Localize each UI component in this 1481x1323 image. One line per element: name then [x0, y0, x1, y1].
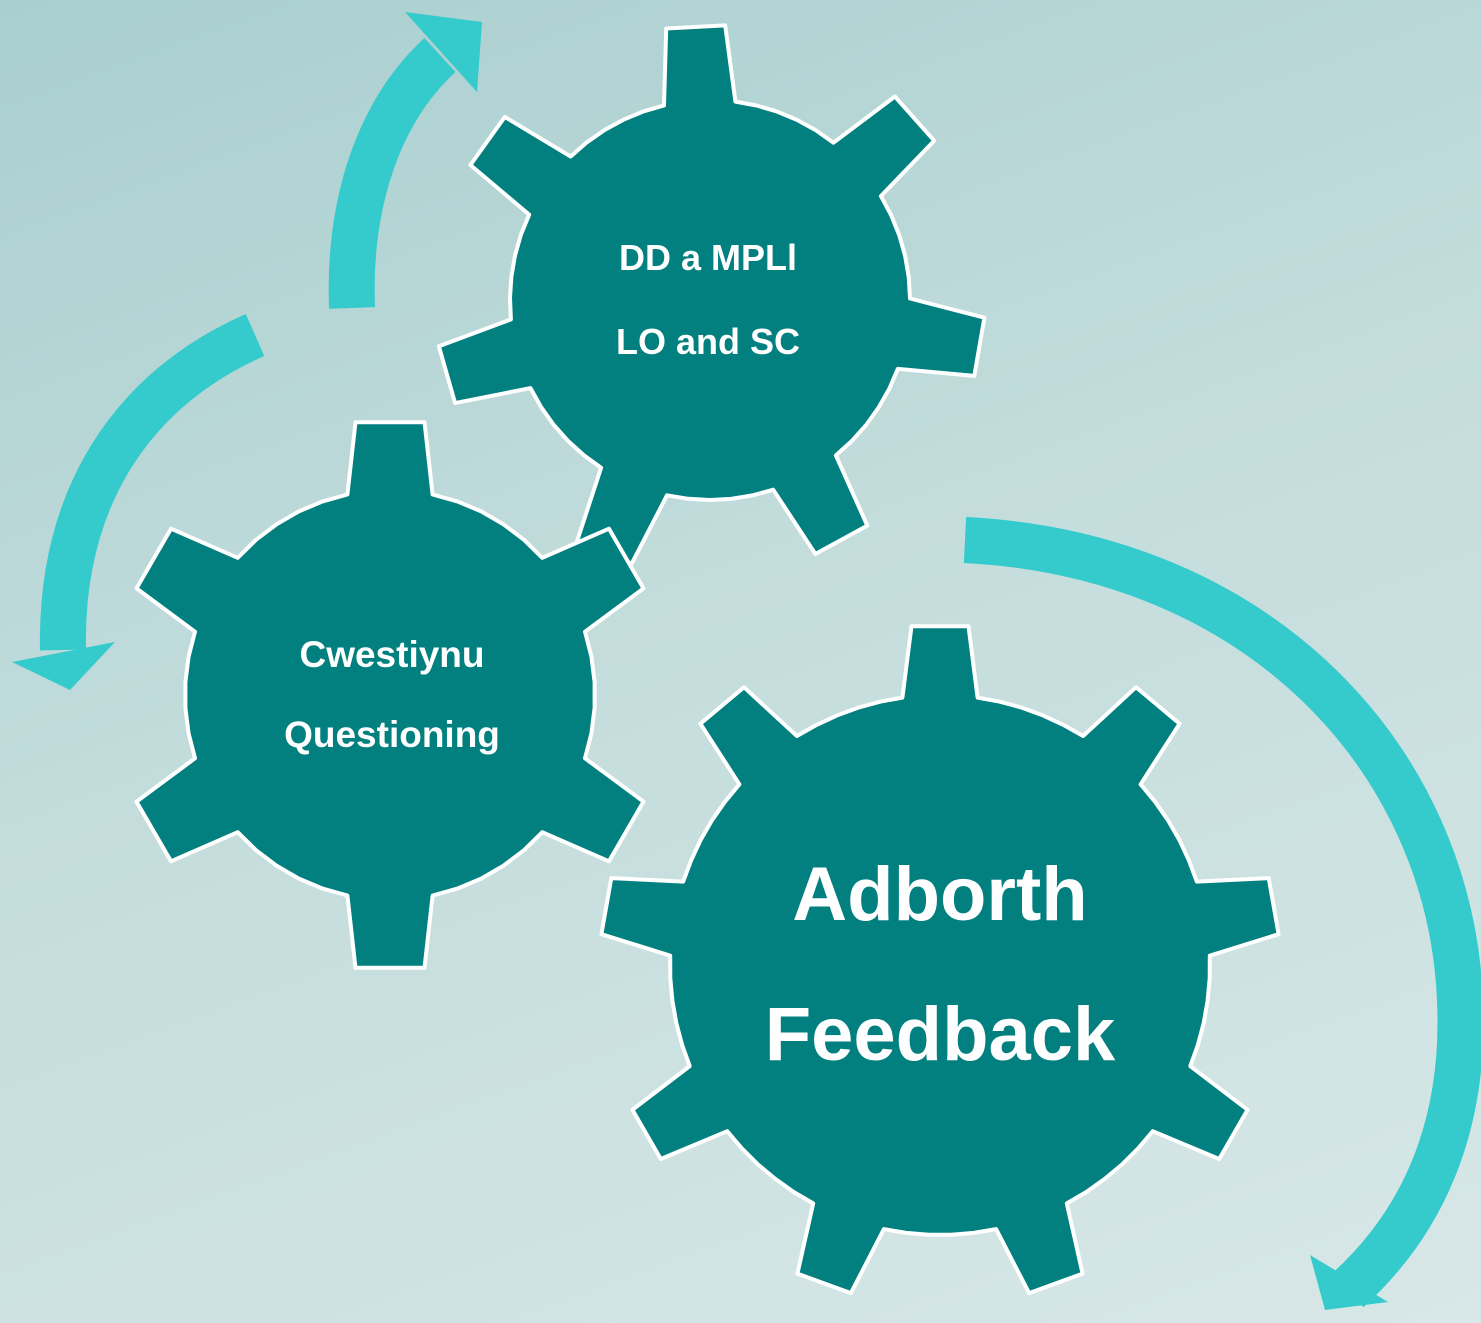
gear-big: [599, 624, 1281, 1296]
gear-top-line2: LO and SC: [615, 321, 801, 362]
gear-big-line2: Feedback: [764, 992, 1116, 1077]
gear-left-line2: Questioning: [284, 714, 500, 755]
gear-left: [134, 420, 646, 970]
gear-top-line1: DD a MPLl: [618, 237, 798, 278]
gear-left-label: Cwestiynu Questioning: [284, 615, 500, 775]
arrow-top-left: [328, 12, 482, 309]
arrow-left: [12, 313, 265, 690]
gear-top: [436, 23, 987, 566]
gear-big-line1: Adborth: [792, 852, 1088, 937]
gear-top-label: DD a MPLl LO and SC: [616, 216, 800, 384]
arrow-right: [963, 517, 1481, 1310]
gear-left-line1: Cwestiynu: [299, 634, 485, 675]
gear-big-label: Adborth Feedback: [765, 825, 1116, 1105]
